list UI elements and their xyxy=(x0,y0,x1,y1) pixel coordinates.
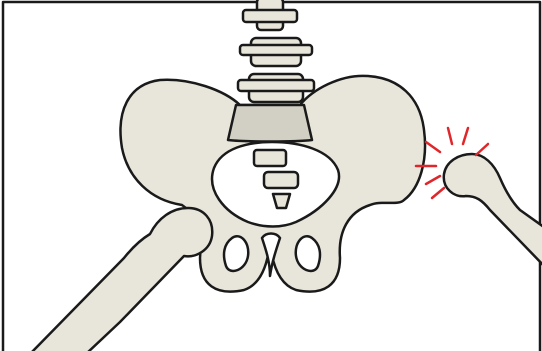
obturator-foramen-left xyxy=(224,236,248,271)
vertebra-middle-flange xyxy=(240,45,312,55)
coccyx-tip xyxy=(273,194,290,208)
vertebra-top-flange xyxy=(243,10,297,22)
pain-mark-1 xyxy=(448,128,452,144)
pain-mark-7 xyxy=(432,188,444,198)
left-femur xyxy=(30,208,212,351)
vertebra-lower-flange xyxy=(238,80,314,91)
lumbar-vertebrae xyxy=(238,0,314,102)
pain-mark-2 xyxy=(463,128,468,144)
coccyx-segment-1 xyxy=(254,150,286,166)
coccyx-segment-2 xyxy=(264,172,298,188)
obturator-foramen-right xyxy=(296,236,320,271)
right-femur-dislocated xyxy=(444,154,542,270)
pain-mark-6 xyxy=(426,176,440,184)
sacrum xyxy=(228,105,312,142)
pain-mark-3 xyxy=(476,144,488,155)
pain-mark-4 xyxy=(426,142,440,152)
